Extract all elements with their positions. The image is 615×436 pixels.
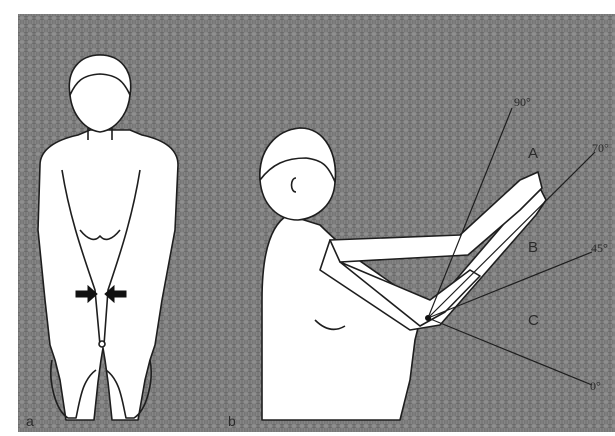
angle-label-90: 90° — [514, 95, 531, 109]
panel-label-a: a — [26, 413, 34, 429]
panel-label-b: b — [228, 413, 236, 429]
angle-label-45: 45° — [591, 241, 608, 255]
angle-label-70: 70° — [592, 141, 609, 155]
shoulder-pivot — [425, 315, 431, 321]
angle-label-0: 0° — [590, 379, 601, 393]
region-label-c: C — [528, 312, 539, 329]
region-label-a: A — [528, 145, 538, 162]
region-label-b: B — [528, 239, 538, 256]
